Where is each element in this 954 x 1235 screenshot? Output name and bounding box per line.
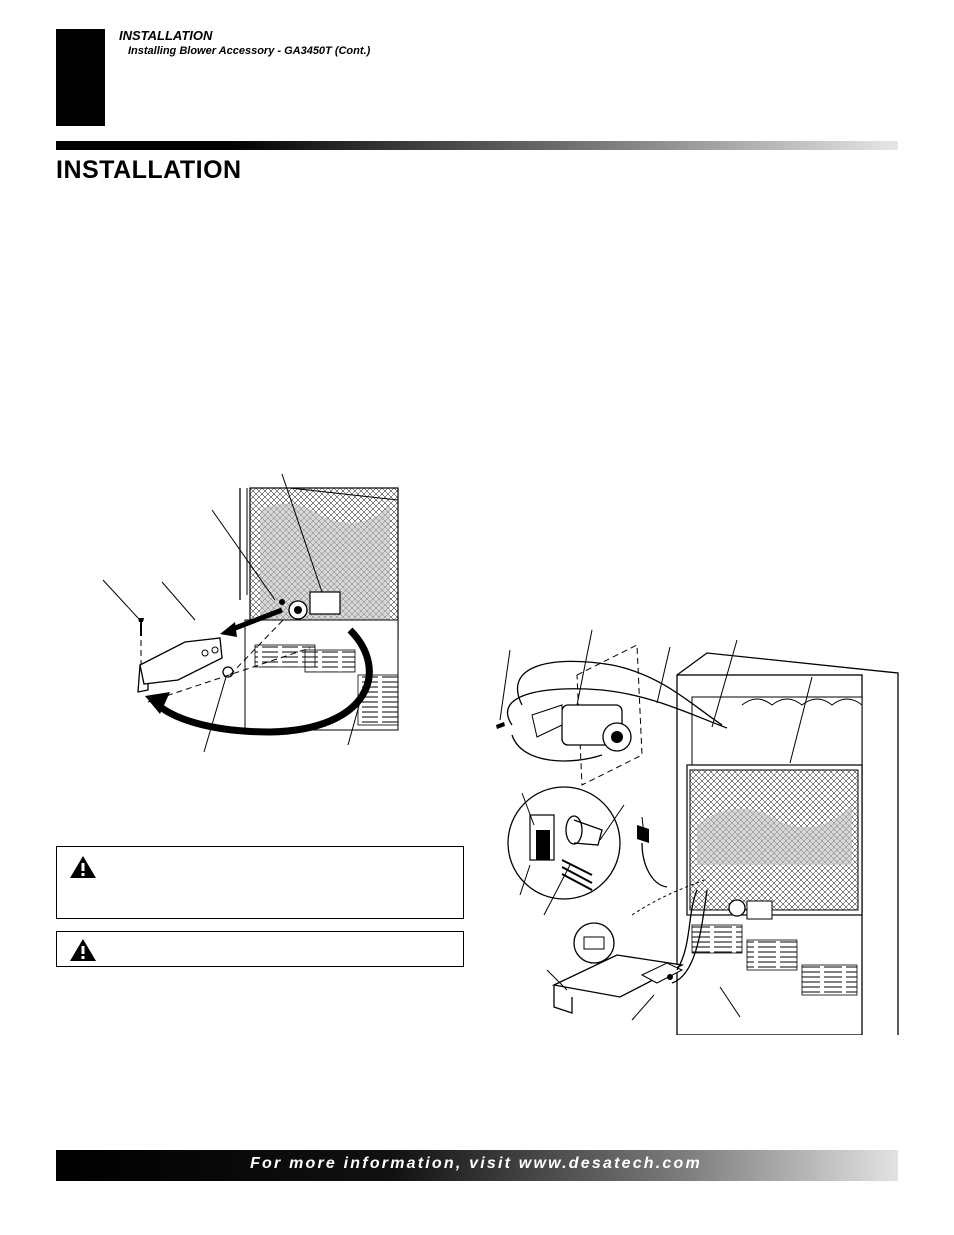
header-rule (56, 141, 898, 150)
warning-box (56, 931, 464, 967)
footer-website-text: For more information, visit www.desatech… (250, 1155, 702, 1172)
warning-triangle-icon (70, 856, 96, 878)
warning-box (56, 846, 464, 919)
blower-wiring-illustration (496, 629, 899, 1035)
fireplace-control-bracket-illustration (102, 473, 399, 753)
control-bracket-removal-figure (100, 470, 400, 760)
header-section-label: INSTALLATION (119, 28, 213, 43)
warning-triangle-icon (70, 939, 96, 961)
footer-bar (56, 1150, 898, 1181)
blower-wiring-figure (492, 625, 900, 1035)
section-tab-marker (56, 29, 105, 126)
header-subsection-label: Installing Blower Accessory - GA3450T (C… (128, 45, 371, 57)
page-title: INSTALLATION (56, 156, 242, 184)
